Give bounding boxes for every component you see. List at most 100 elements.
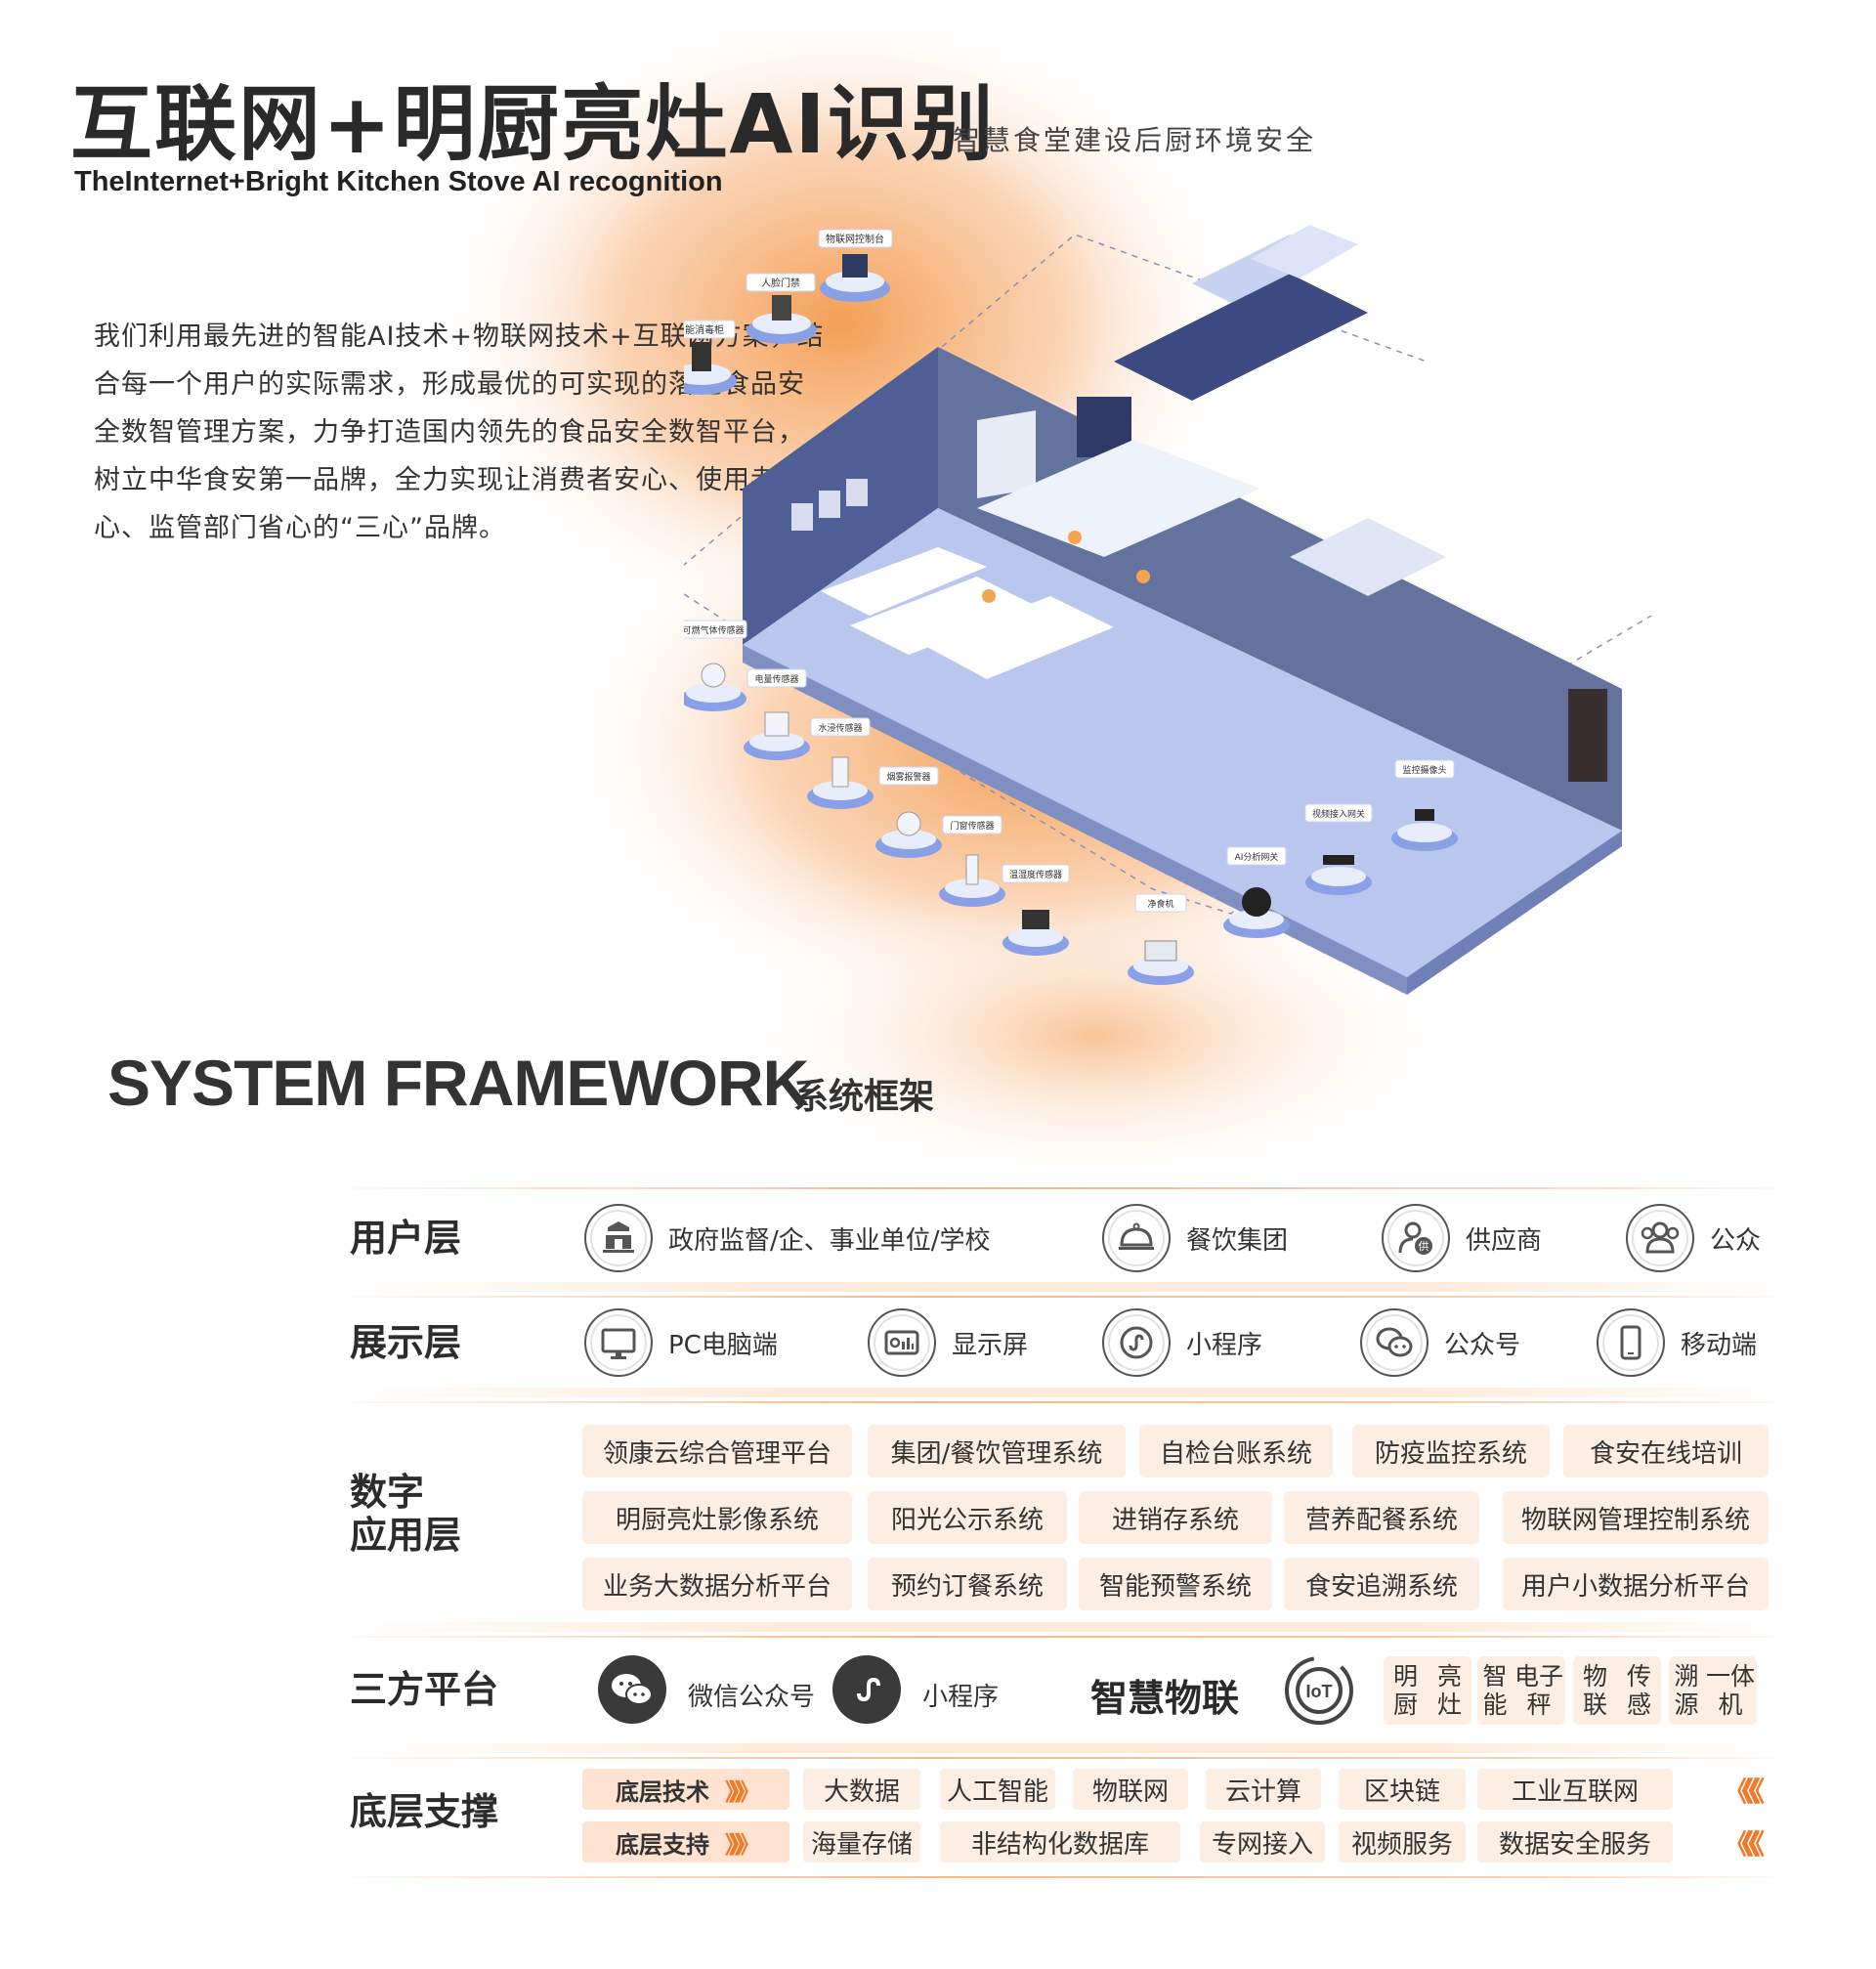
svg-text:供: 供 <box>1419 1239 1429 1253</box>
page-subtitle: 智慧食堂建设后厨环境安全 <box>953 124 1317 156</box>
app-system-pill: 营养配餐系统 <box>1284 1491 1479 1544</box>
app-system-pill: 阳光公示系统 <box>868 1491 1067 1544</box>
double-chevron-left-icon: 《《《 <box>1724 1828 1765 1861</box>
user-item-label: 供应商 <box>1466 1225 1543 1256</box>
divider <box>352 1296 1778 1298</box>
display-item-screen: 显示屏 <box>868 1308 1028 1377</box>
third-party-wechat-label: 微信公众号 <box>688 1683 816 1712</box>
framework-title: SYSTEM FRAMEWORK <box>107 1047 809 1119</box>
display-item-mini-program: 小程序 <box>1102 1308 1262 1377</box>
third-party-mini-program-label: 小程序 <box>922 1683 1000 1712</box>
user-item-supplier: 供 供应商 <box>1382 1204 1542 1272</box>
kitchen-room <box>743 347 1622 995</box>
wechat-icon <box>598 1655 666 1724</box>
display-screen-icon <box>868 1308 936 1377</box>
iot-device-box: 明厨亮灶 <box>1384 1656 1471 1725</box>
layer-label-display: 展示层 <box>350 1321 462 1364</box>
app-system-pill: 领康云综合管理平台 <box>582 1425 852 1477</box>
app-system-pill: 明厨亮灶影像系统 <box>582 1491 852 1544</box>
iot-device-box-text: 明厨 <box>1392 1662 1418 1719</box>
layer-band <box>352 1622 1778 1632</box>
app-system-pill: 预约订餐系统 <box>868 1558 1067 1610</box>
layer-band <box>352 1388 1778 1397</box>
app-system-pill: 集团/餐饮管理系统 <box>868 1425 1126 1477</box>
government-building-icon <box>584 1204 653 1272</box>
app-system-pill: 智能预警系统 <box>1079 1558 1272 1610</box>
layer-band <box>352 1282 1778 1292</box>
double-chevron-right-icon: 》》》 <box>725 1830 760 1859</box>
page-title-english: TheInternet+Bright Kitchen Stove AI reco… <box>74 166 723 197</box>
people-group-icon <box>1626 1204 1694 1272</box>
svg-text:净食机: 净食机 <box>1147 898 1173 910</box>
food-cloche-icon <box>1102 1204 1171 1272</box>
iot-icon: IoT <box>1280 1651 1358 1730</box>
layer-label-support: 底层支撑 <box>350 1790 499 1833</box>
display-item-official-account: 公众号 <box>1360 1308 1520 1377</box>
svg-text:烟雾报警器: 烟雾报警器 <box>886 771 930 783</box>
mini-program-icon <box>1102 1308 1171 1377</box>
layer-label-apps: 数字应用层 <box>350 1471 462 1557</box>
user-item-public: 公众 <box>1626 1204 1761 1272</box>
double-chevron-right-icon: 》》》 <box>725 1777 760 1806</box>
svg-text:可燃气体传感器: 可燃气体传感器 <box>684 624 745 636</box>
support-tech-pill: 区块链 <box>1339 1769 1466 1810</box>
support-tech-pill: 工业互联网 <box>1477 1769 1673 1810</box>
app-system-pill: 食安在线培训 <box>1563 1425 1769 1477</box>
iot-device-box-text: 电子秤 <box>1514 1662 1563 1719</box>
support-tech-pill: 人工智能 <box>940 1769 1055 1810</box>
svg-text:电量传感器: 电量传感器 <box>754 673 798 685</box>
framework-subtitle: 系统框架 <box>793 1077 935 1117</box>
iot-console-device: 物联网控制台 <box>818 229 893 302</box>
support-tech-pill: 海量存储 <box>803 1821 920 1862</box>
divider <box>352 1876 1778 1878</box>
display-item-label: 小程序 <box>1186 1330 1263 1360</box>
support-tech-pill: 视频服务 <box>1339 1821 1466 1862</box>
svg-text:AI分析网关: AI分析网关 <box>1235 851 1279 863</box>
svg-text:IoT: IoT <box>1306 1682 1333 1701</box>
user-item-label: 餐饮集团 <box>1186 1225 1289 1256</box>
display-item-label: 显示屏 <box>952 1330 1029 1360</box>
display-item-label: PC电脑端 <box>668 1330 778 1360</box>
control-center <box>1114 225 1368 401</box>
support-row-tag: 底层技术》》》 <box>582 1769 789 1810</box>
app-system-pill: 物联网管理控制系统 <box>1503 1491 1769 1544</box>
support-row-tag-label: 底层支持 <box>616 1830 709 1859</box>
svg-text:监控摄像头: 监控摄像头 <box>1402 764 1446 776</box>
layer-band <box>352 1743 1778 1753</box>
app-system-pill: 进销存系统 <box>1079 1491 1272 1544</box>
device-label: 物联网控制台 <box>826 233 884 245</box>
iot-device-box-text: 智能 <box>1482 1662 1508 1719</box>
iot-device-box-text: 一体机 <box>1705 1662 1755 1719</box>
iot-device-box-text: 传感 <box>1626 1662 1651 1719</box>
iot-device-box: 溯源一体机 <box>1669 1656 1757 1725</box>
sensor-row: 可燃气体传感器 电量传感器 水浸传感器 烟雾报警器 门窗传感器 温湿度传感器 净… <box>684 620 1458 985</box>
app-system-pill: 自检台账系统 <box>1139 1425 1333 1477</box>
support-tech-pill: 大数据 <box>803 1769 920 1810</box>
sensor-devices: 物联网控制台 人脸门禁 智能消毒柜 可燃气体传感器 电量传感器 水浸传感器 烟雾… <box>684 229 1458 985</box>
double-chevron-left-icon: 《《《 <box>1724 1776 1765 1808</box>
app-system-pill: 业务大数据分析平台 <box>582 1558 852 1610</box>
iot-title: 智慧物联 <box>1090 1677 1240 1720</box>
supplier-person-icon: 供 <box>1382 1204 1450 1272</box>
divider <box>352 1757 1778 1759</box>
divider <box>352 1187 1778 1189</box>
display-item-pc: PC电脑端 <box>584 1308 778 1377</box>
support-tech-pill: 专网接入 <box>1200 1821 1325 1862</box>
iot-device-box-text: 亮灶 <box>1436 1662 1462 1719</box>
layer-label-user: 用户层 <box>350 1217 462 1260</box>
display-item-label: 移动端 <box>1681 1330 1758 1360</box>
sterilizer-device: 智能消毒柜 <box>684 320 737 395</box>
svg-text:门窗传感器: 门窗传感器 <box>950 820 994 832</box>
monitor-icon <box>584 1308 653 1377</box>
kitchen-illustration: 物联网控制台 人脸门禁 智能消毒柜 可燃气体传感器 电量传感器 水浸传感器 烟雾… <box>684 225 1652 995</box>
app-system-pill: 用户小数据分析平台 <box>1503 1558 1769 1610</box>
user-item-government: 政府监督/企、事业单位/学校 <box>584 1204 991 1272</box>
page-title: 互联网+明厨亮灶AI识别 <box>70 76 996 172</box>
user-item-catering: 餐饮集团 <box>1102 1204 1288 1272</box>
user-item-label: 公众 <box>1710 1225 1762 1256</box>
support-row-tag-label: 底层技术 <box>616 1777 709 1806</box>
app-system-pill: 防疫监控系统 <box>1352 1425 1550 1477</box>
face-access-device: 人脸门禁 <box>746 273 817 344</box>
iot-device-box-text: 溯源 <box>1674 1662 1699 1719</box>
mobile-phone-icon <box>1597 1308 1665 1377</box>
